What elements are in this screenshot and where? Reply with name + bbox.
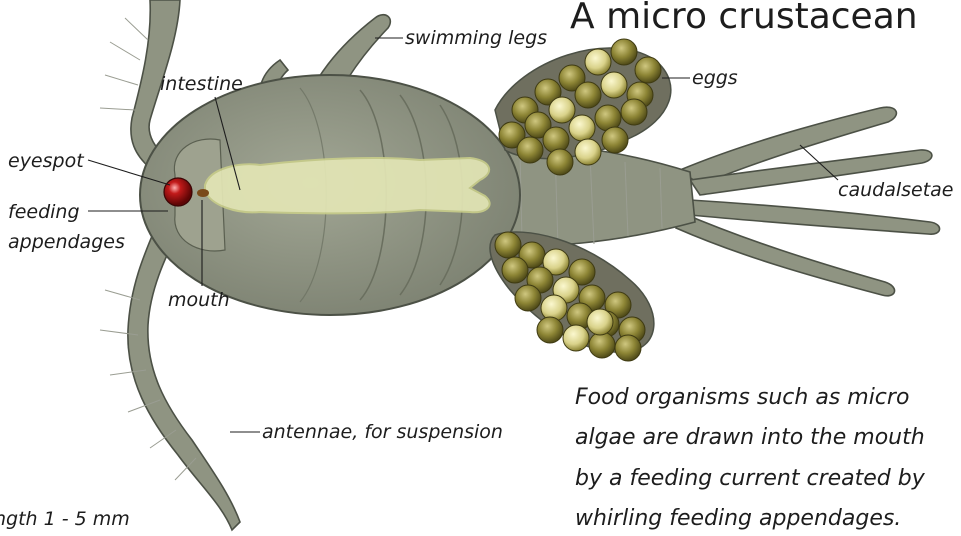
label-caudalsetae: caudalsetae [838,179,953,201]
label-eggs: eggs [692,67,738,89]
eyespot-eye [164,178,192,206]
egg [515,285,541,311]
egg [621,99,647,125]
egg [517,137,543,163]
egg [537,317,563,343]
egg [575,82,601,108]
egg [635,57,661,83]
egg [615,335,641,361]
label-antennae: antennae, for suspension [262,421,503,443]
egg [541,295,567,321]
caption-line-4: whirling feeding appendages. [575,506,901,531]
label-swimming-legs: swimming legs [405,27,547,49]
egg [495,232,521,258]
label-feeding: feeding [8,201,80,223]
egg [563,325,589,351]
caption-line-2: algae are drawn into the mouth [575,425,925,450]
size-note: ngth 1 - 5 mm [0,508,130,530]
caption-line-1: Food organisms such as micro [575,385,909,410]
diagram-title: A micro crustacean [570,0,918,37]
label-eyespot: eyespot [8,150,85,172]
label-intestine: intestine [160,73,243,95]
egg [575,139,601,165]
egg [549,97,575,123]
egg [611,39,637,65]
label-appendages: appendages [8,231,125,253]
caption-line-3: by a feeding current created by [575,466,926,491]
egg [587,309,613,335]
egg [602,127,628,153]
label-mouth: mouth [168,289,230,311]
egg [502,257,528,283]
egg [569,115,595,141]
egg [601,72,627,98]
mouth-mark [197,189,209,197]
egg [589,332,615,358]
egg [543,127,569,153]
egg [585,49,611,75]
egg [547,149,573,175]
intestine [205,158,490,213]
